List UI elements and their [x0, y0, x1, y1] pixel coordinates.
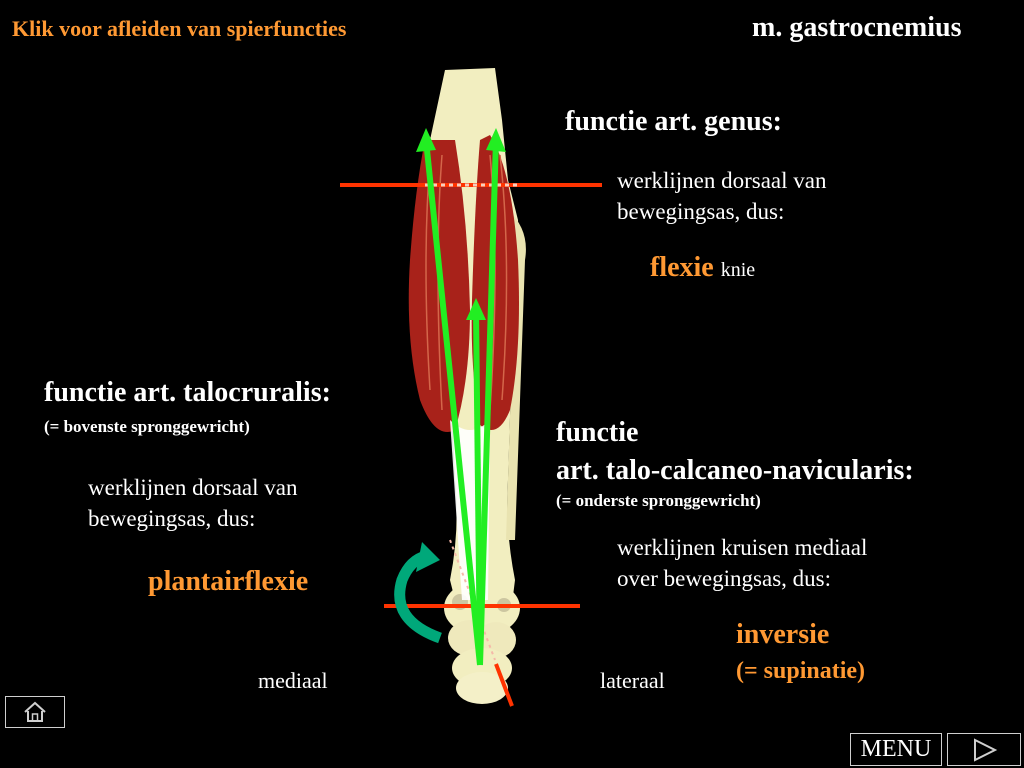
tcn-heading-line2: art. talo-calcaneo-navicularis:: [556, 455, 914, 486]
tcn-heading: functie art. talo-calcaneo-navicularis:: [556, 414, 914, 490]
home-icon: [24, 701, 46, 722]
talocruralis-desc-line2: bewegingsas, dus:: [88, 506, 256, 531]
tcn-description: werklijnen kruisen mediaal over beweging…: [617, 532, 947, 594]
tcn-result: inversie (= supinatie): [736, 617, 865, 689]
tcn-heading-line1: functie: [556, 417, 639, 448]
muscle-title: m. gastrocnemius: [752, 12, 962, 43]
tcn-result-sub: (= supinatie): [736, 658, 866, 684]
genus-desc-line2: bewegingsas, dus:: [617, 199, 785, 224]
talocruralis-desc-line1: werklijnen dorsaal van: [88, 475, 298, 500]
derive-functions-link[interactable]: Klik voor afleiden van spierfuncties: [12, 16, 347, 41]
genus-heading: functie art. genus:: [565, 106, 782, 137]
gastrocnemius-illustration: [340, 68, 602, 707]
force-lines: [416, 128, 506, 666]
play-triangle-icon: [974, 737, 998, 762]
lateral-label: lateraal: [600, 668, 665, 693]
genus-result-main: flexie: [650, 252, 714, 283]
menu-button[interactable]: MENU: [850, 733, 942, 766]
tcn-desc-line1: werklijnen kruisen mediaal: [617, 535, 868, 560]
tcn-subtitle: (= onderste spronggewricht): [556, 491, 761, 510]
medial-label: mediaal: [258, 668, 328, 693]
talocruralis-description: werklijnen dorsaal van bewegingsas, dus:: [88, 472, 388, 534]
subtalar-axis-line: [494, 663, 514, 707]
genus-result-sub: knie: [720, 259, 756, 281]
talocruralis-subtitle: (= bovenste spronggewricht): [44, 417, 250, 436]
rotation-arrow-icon: [394, 542, 442, 644]
home-button[interactable]: [5, 696, 65, 728]
next-button[interactable]: [947, 733, 1021, 766]
genus-desc-line1: werklijnen dorsaal van: [617, 168, 827, 193]
talocruralis-heading: functie art. talocruralis:: [44, 377, 331, 408]
talocruralis-result: plantairflexie: [148, 566, 309, 597]
genus-result: flexie knie: [650, 252, 755, 284]
tcn-result-main: inversie: [736, 619, 830, 650]
genus-description: werklijnen dorsaal van bewegingsas, dus:: [617, 165, 937, 227]
tcn-desc-line2: over bewegingsas, dus:: [617, 566, 831, 591]
